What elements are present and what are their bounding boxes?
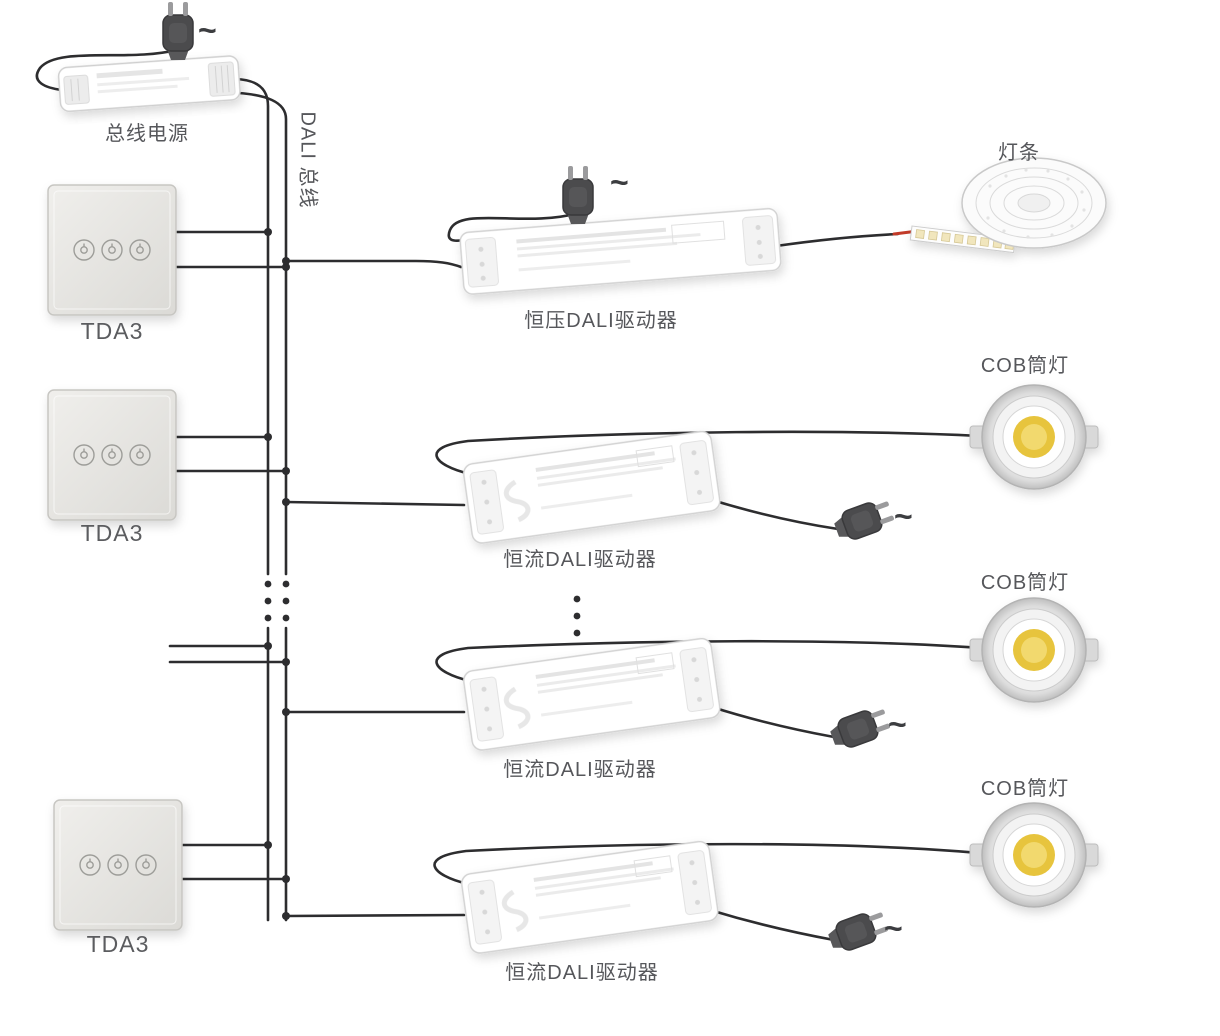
bus-junction-dots <box>264 228 290 920</box>
cob-downlight-2 <box>969 597 1099 703</box>
cc-dali-driver-2 <box>462 637 721 751</box>
ac-symbol-driver-1: ~ <box>894 498 913 534</box>
mains-plug-driver-3 <box>824 906 892 957</box>
wire-dali-driver3 <box>284 913 466 918</box>
tda3-panel-3 <box>53 799 183 931</box>
ac-symbol-cv-driver: ~ <box>610 164 629 200</box>
cob-label-2: COB筒灯 <box>980 572 1070 594</box>
wire-mains-driver2 <box>710 705 836 739</box>
wire-mains-driver3 <box>708 908 836 942</box>
ac-symbol-driver-2: ~ <box>888 706 907 742</box>
tda3-label-2: TDA3 <box>80 520 144 546</box>
driver-continuation-dots <box>573 595 581 637</box>
tda3-panel-1 <box>47 184 177 316</box>
wire-mains-bus-power <box>35 48 178 92</box>
wire-driver3-cob <box>433 842 982 886</box>
wire-driver2-cob <box>435 639 982 683</box>
cc-dali-driver-1 <box>462 430 721 544</box>
wire-mains-cv-driver <box>447 211 580 242</box>
wire-dali-cv-driver <box>284 259 463 269</box>
cc-driver-label-2: 恒流DALI驱动器 <box>503 759 657 781</box>
bus-power-label: 总线电源 <box>105 123 189 145</box>
wire-mains-driver1 <box>710 498 840 531</box>
cc-driver-label-3: 恒流DALI驱动器 <box>505 962 659 984</box>
cob-label-3: COB筒灯 <box>980 778 1070 800</box>
bus-power-supply <box>57 54 242 113</box>
cv-driver-label: 恒压DALI驱动器 <box>524 310 678 332</box>
cob-label-1: COB筒灯 <box>980 355 1070 377</box>
tda3-label-1: TDA3 <box>80 318 144 344</box>
cc-driver-label-1: 恒流DALI驱动器 <box>503 549 657 571</box>
dali-bus-line-2 <box>237 91 288 922</box>
bus-continuation-dots <box>264 580 290 622</box>
ac-symbol-driver-3: ~ <box>884 910 903 946</box>
led-strip <box>909 157 1107 254</box>
cv-dali-driver <box>458 207 783 296</box>
dali-bus-line-1 <box>234 77 270 922</box>
led-strip-label: 灯条 <box>998 142 1040 164</box>
wires <box>35 48 982 942</box>
dali-bus-label: DALI 总线 <box>296 111 319 209</box>
tda3-label-3: TDA3 <box>86 931 150 957</box>
wire-dali-driver1 <box>284 500 466 507</box>
mains-plug-driver-1 <box>830 495 898 546</box>
wire-cv-driver-strip <box>774 232 900 248</box>
ac-symbol-bus-power: ~ <box>198 12 217 48</box>
cob-downlight-1 <box>969 384 1099 490</box>
cc-dali-driver-3 <box>460 840 719 954</box>
tda3-panel-2 <box>47 389 177 521</box>
mains-plug-driver-2 <box>826 703 894 754</box>
wire-driver1-cob <box>435 430 982 476</box>
cob-downlight-3 <box>969 802 1099 908</box>
led-strip-coil <box>961 157 1107 249</box>
